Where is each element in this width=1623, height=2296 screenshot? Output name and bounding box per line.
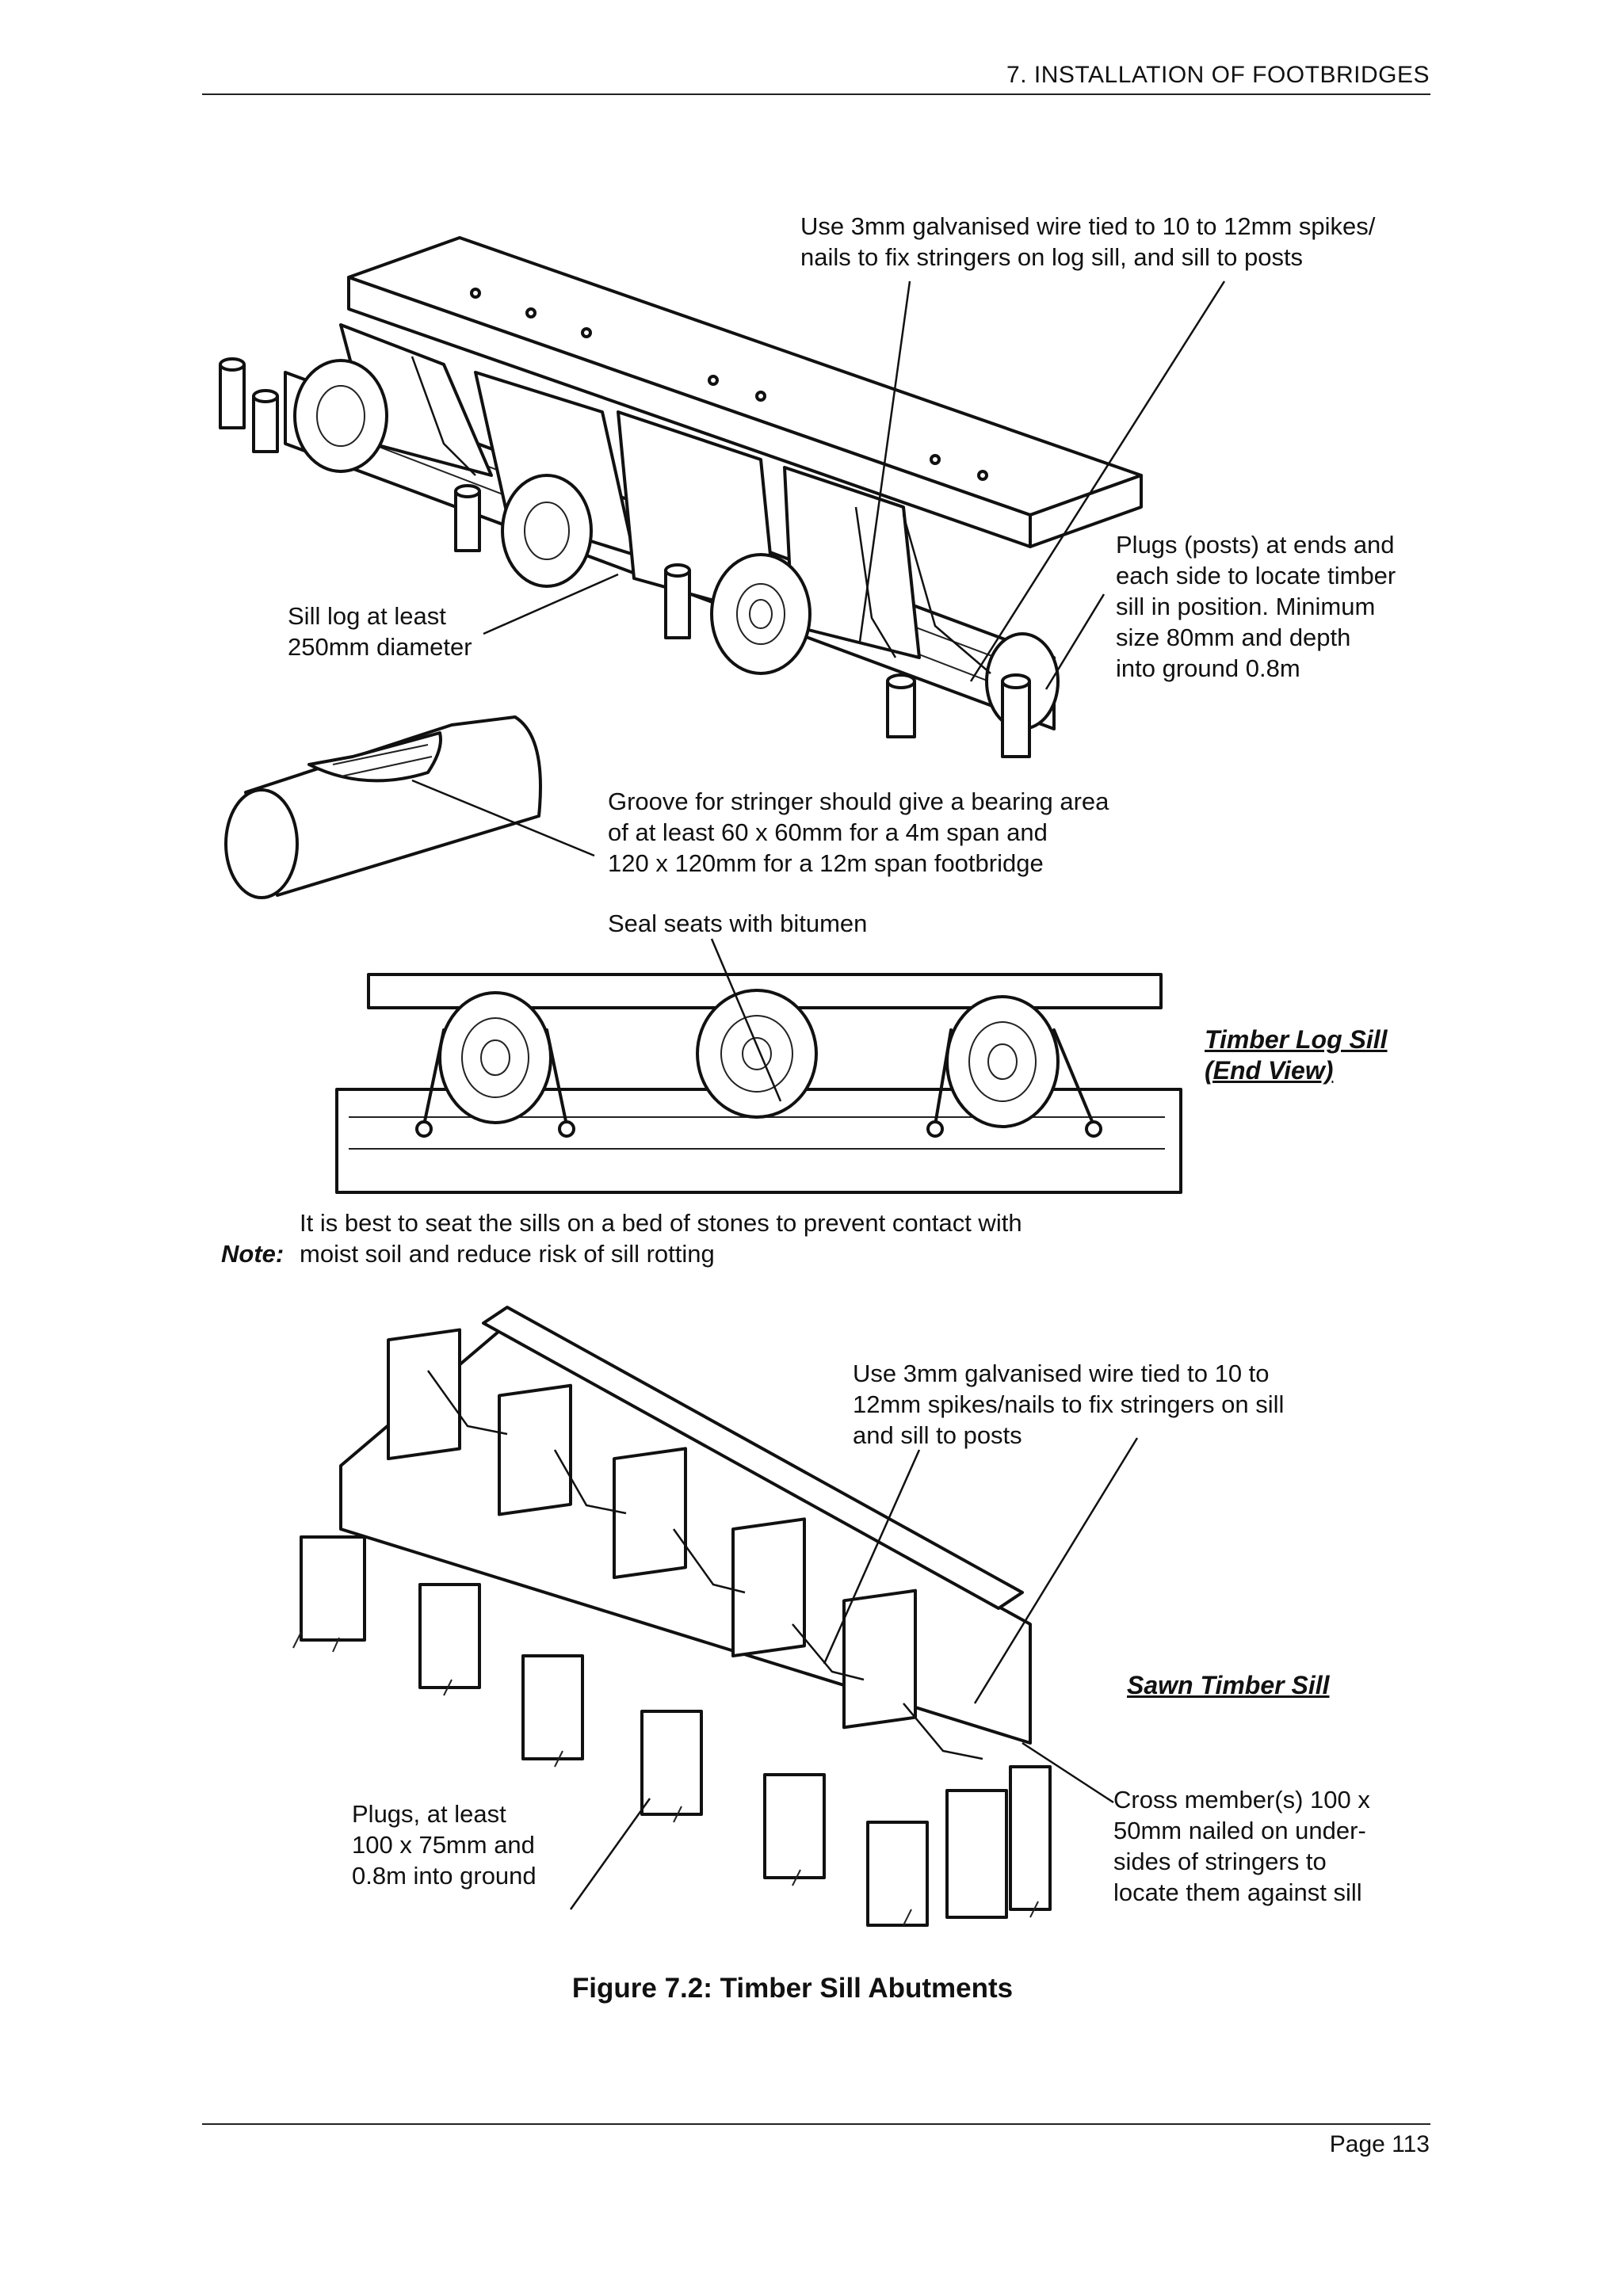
header-rule [202, 93, 1430, 95]
wire-note-top: Use 3mm galvanised wire tied to 10 to 12… [800, 212, 1376, 271]
page-number: Page 113 [1329, 2131, 1430, 2157]
end-view-title: Timber Log Sill (End View) [1205, 1025, 1388, 1085]
note-text: It is best to seat the sills on a bed of… [300, 1209, 1022, 1268]
stone-bed-note: Note: [221, 1207, 1132, 1269]
log-sill-isometric-drawing [219, 236, 1143, 758]
groove-detail-log [224, 715, 542, 899]
sawn-timber-sill-title: Sawn Timber Sill [1127, 1671, 1330, 1699]
seal-note: Seal seats with bitumen [608, 910, 868, 937]
cross-member-note: Cross member(s) 100 x 50mm nailed on und… [1113, 1786, 1370, 1906]
plugs-note-bottom: Plugs, at least 100 x 75mm and 0.8m into… [352, 1800, 537, 1890]
plugs-note-top: Plugs (posts) at ends and each side to l… [1116, 531, 1396, 682]
note-label: Note: [221, 1240, 285, 1268]
sill-log-note: Sill log at least 250mm diameter [288, 602, 472, 661]
groove-note: Groove for stringer should give a bearin… [608, 788, 1109, 877]
log-sill-end-view-drawing [335, 973, 1182, 1194]
figure-caption: Figure 7.2: Timber Sill Abutments [571, 1973, 1014, 2004]
footer-rule [202, 2123, 1430, 2125]
running-header: 7. INSTALLATION OF FOOTBRIDGES [1006, 62, 1430, 88]
wire-note-bottom: Use 3mm galvanised wire tied to 10 to 12… [853, 1360, 1285, 1449]
sawn-timber-sill-drawing [292, 1306, 1052, 1927]
